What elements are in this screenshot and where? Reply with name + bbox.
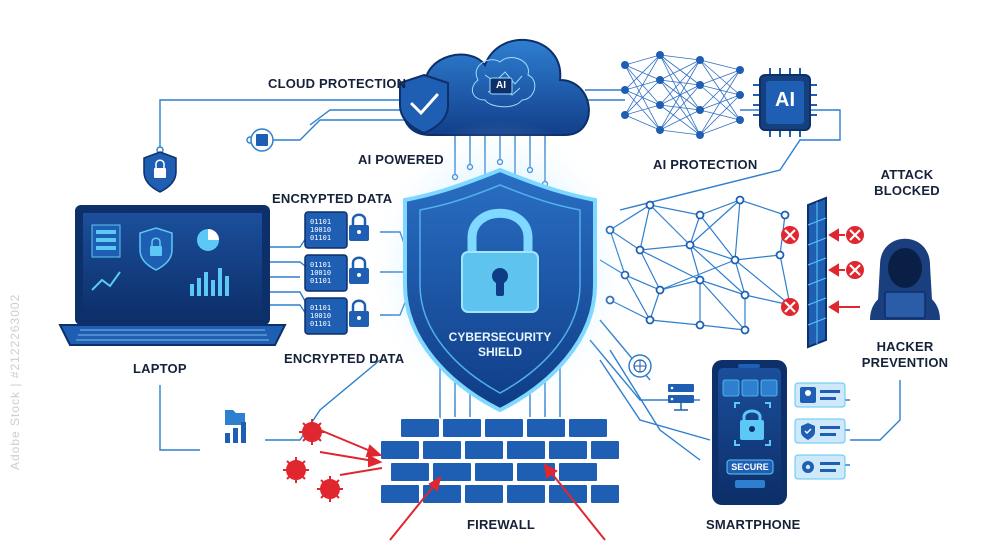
binary-block-3: 01101 10010 01101 [310, 304, 332, 328]
folder-icon [225, 410, 245, 425]
binary-block-1: 01101 10010 01101 [310, 218, 332, 242]
hacker-icon [870, 238, 940, 320]
ai-protection-label: AI PROTECTION [653, 157, 758, 172]
neural-network-icon [621, 51, 744, 139]
cloud-shield-check-icon [399, 73, 449, 135]
cloud-ai-chip-label: AI [496, 80, 506, 91]
virus-icon [283, 419, 343, 502]
laptop-label: LAPTOP [133, 361, 187, 376]
chip-small-icon [250, 128, 274, 152]
ai-chip-label: AI [775, 89, 795, 111]
ai-chip-icon [753, 68, 817, 137]
shield-title-line2: SHIELD [477, 345, 522, 359]
bar-chart-icon [225, 422, 246, 443]
attack-arrows-firewall [319, 429, 606, 541]
hacker-prevention-label-line2: PREVENTION [861, 355, 949, 370]
ai-powered-label: AI POWERED [358, 152, 444, 167]
attack-blocked-label-line2: BLOCKED [874, 183, 940, 198]
encrypted-data-block-3 [304, 297, 369, 335]
hacker-prevention-label-line1: HACKER [876, 339, 934, 354]
phone-card-check [794, 418, 846, 444]
phone-card-user [794, 382, 846, 408]
binary-block-2: 01101 10010 01101 [310, 261, 332, 285]
encrypted-data-top-label: ENCRYPTED DATA [272, 191, 393, 206]
laptop-shield-lock-icon [143, 151, 177, 193]
firewall-icon [379, 417, 621, 505]
server-icon [668, 384, 694, 411]
attack-blocked-label-line1: ATTACK [880, 167, 934, 182]
encrypted-data-block-1 [304, 211, 369, 249]
encrypted-data-block-2 [304, 254, 369, 292]
cybersecurity-shield [365, 120, 635, 420]
smartphone-icon [712, 360, 787, 505]
shield-title-line1: CYBERSECURITY [448, 330, 552, 344]
globe-icon [628, 354, 652, 378]
cloud-protection-label: CLOUD PROTECTION [268, 76, 407, 91]
hacker-attack-arrows [828, 228, 860, 314]
firewall-label: FIREWALL [467, 517, 536, 532]
encrypted-data-bottom-label: ENCRYPTED DATA [284, 351, 405, 366]
blocking-wall [807, 196, 827, 349]
phone-card-gear [794, 454, 846, 480]
block-icon [781, 226, 864, 316]
smartphone-label: SMARTPHONE [706, 517, 801, 532]
lock-icon [461, 208, 539, 313]
laptop-icon [58, 205, 287, 346]
phone-secure-label: SECURE [731, 462, 769, 472]
watermark: Adobe Stock | #2122263002 [8, 293, 22, 470]
